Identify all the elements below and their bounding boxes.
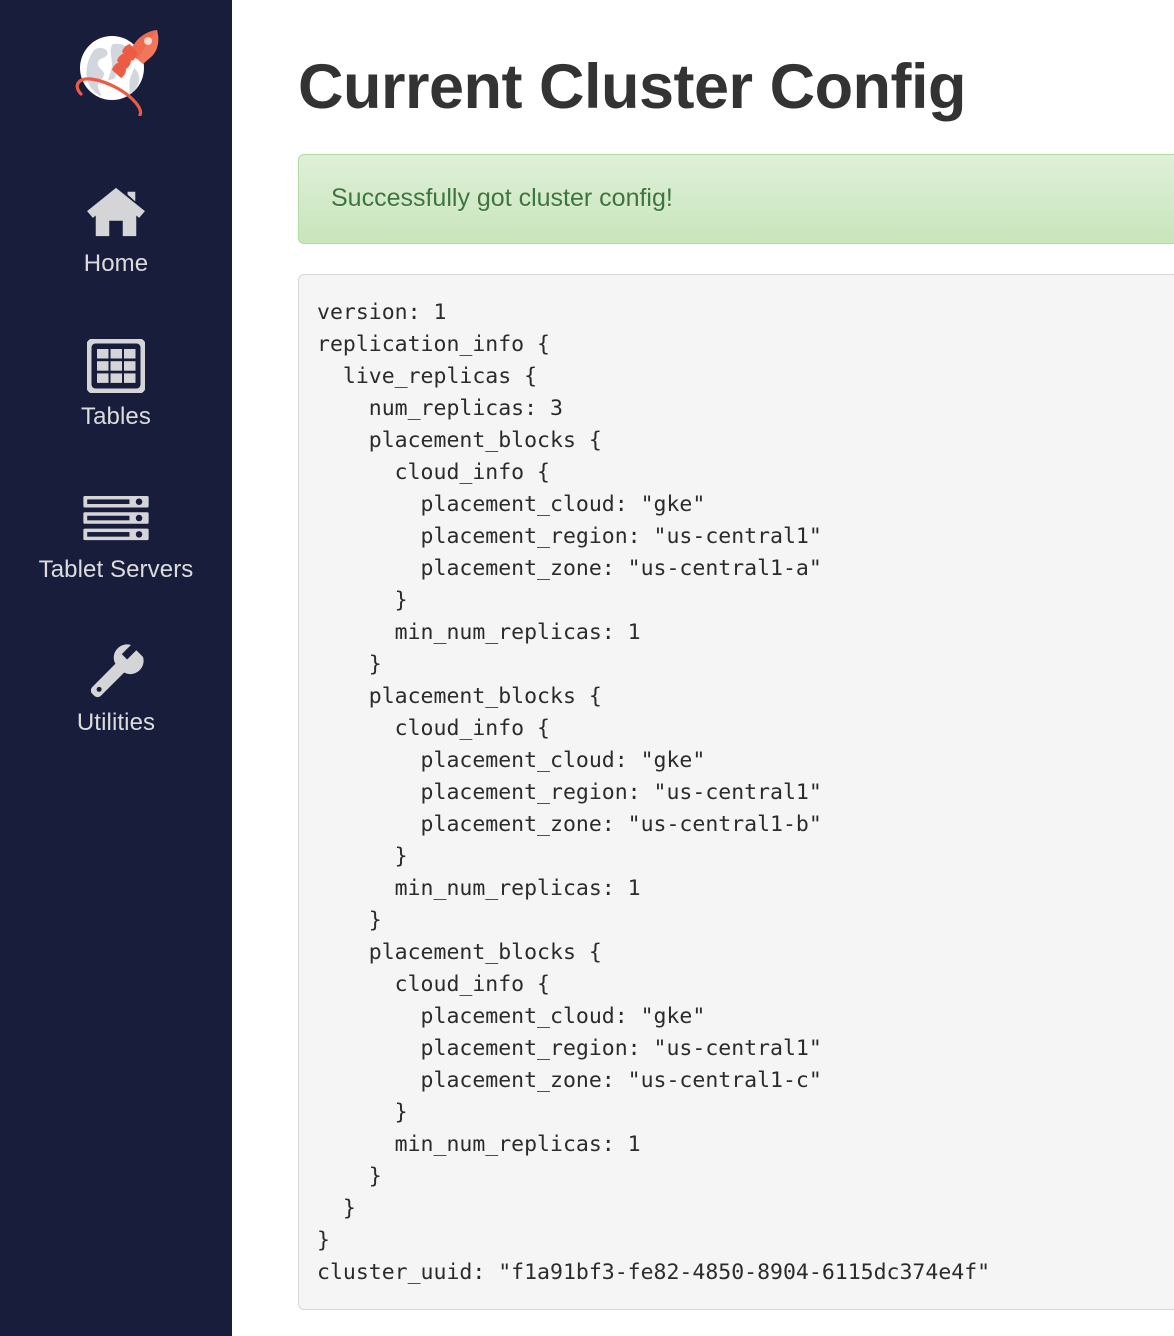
sidebar-item-label: Tables <box>81 403 151 430</box>
sidebar-item-label: Home <box>83 250 149 277</box>
sidebar-item-home[interactable]: Home <box>0 184 232 278</box>
alert-message: Successfully got cluster config! <box>331 184 673 212</box>
wrench-icon <box>88 643 144 701</box>
page-title: Current Cluster Config <box>298 52 967 122</box>
status-alert-success: Successfully got cluster config! <box>298 154 1174 244</box>
table-grid-icon <box>87 337 145 395</box>
home-icon <box>85 184 147 242</box>
cluster-config-panel: version: 1 replication_info { live_repli… <box>298 274 1174 1310</box>
sidebar-item-tables[interactable]: Tables <box>0 337 232 431</box>
sidebar-item-tablet-servers[interactable]: Tablet Servers <box>0 490 232 584</box>
cluster-config-text[interactable]: version: 1 replication_info { live_repli… <box>317 300 991 1285</box>
sidebar-item-utilities[interactable]: Utilities <box>0 643 232 737</box>
sidebar-nav: Home Ta <box>0 184 232 796</box>
sidebar-item-label: Tablet Servers <box>38 556 194 583</box>
server-rack-icon <box>83 490 149 548</box>
sidebar: Home Ta <box>0 0 232 1336</box>
sidebar-item-label: Utilities <box>76 709 156 736</box>
main-content: Current Cluster Config Successfully got … <box>232 0 1174 1336</box>
yugabyte-rocket-globe-logo[interactable] <box>64 22 168 117</box>
